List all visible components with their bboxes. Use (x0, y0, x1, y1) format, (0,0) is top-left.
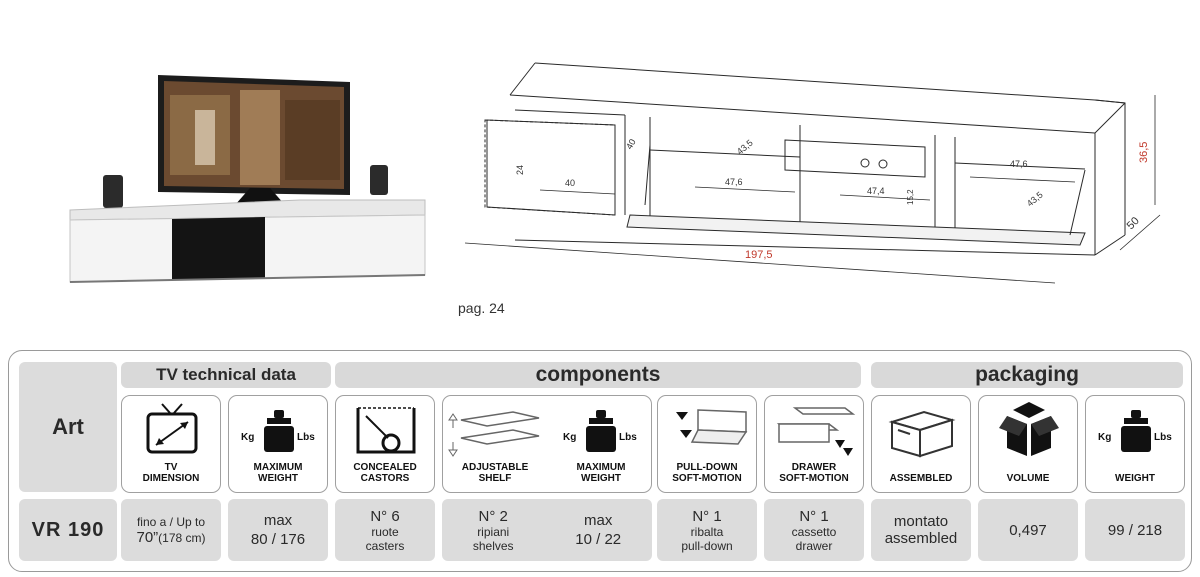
technical-drawing: 197,5 36,5 50 24 40 40 43,5 47,6 47,4 15… (464, 62, 1161, 284)
group-components-header: components (335, 362, 861, 388)
dim-left-depth: 40 (624, 137, 638, 151)
svg-text:Lbs: Lbs (619, 432, 637, 443)
shelf-cell: Kg Lbs ADJUSTABLE SHELF MAXIMUM WEIGHT (442, 395, 652, 493)
icon-label: MAXIMUM WEIGHT (253, 462, 303, 484)
dim-drawer-height: 15,2 (906, 189, 915, 205)
weight-icon: Kg Lbs (1098, 410, 1172, 452)
assembled-value: montato assembled (871, 499, 971, 561)
icon-label: DRAWER SOFT-MOTION (779, 462, 849, 484)
tv-weight-value: max 80 / 176 (228, 499, 328, 561)
dim-inner-depth-a: 43,5 (735, 138, 755, 157)
dim-inner-width-b: 47,4 (867, 186, 885, 196)
volume-value: 0,497 (978, 499, 1078, 561)
icon-label: ADJUSTABLE SHELF (461, 462, 529, 484)
tv-dimension-value: fino a / Up to 70”(178 cm) (121, 499, 221, 561)
dim-right-depth: 43,5 (1025, 190, 1045, 209)
tv-dimension-cell: TV DIMENSION (121, 395, 221, 493)
castors-value: N° 6 ruote casters (335, 499, 435, 561)
pulldown-value: N° 1 ribalta pull-down (657, 499, 757, 561)
model-code: VR 190 (19, 499, 117, 561)
svg-text:Lbs: Lbs (1154, 432, 1172, 443)
art-header: Art (19, 362, 117, 492)
svg-text:Kg: Kg (563, 432, 576, 443)
page-reference: pag. 24 (458, 300, 505, 316)
shelf-icon (448, 411, 540, 457)
volume-cell: VOLUME (978, 395, 1078, 493)
svg-text:Kg: Kg (241, 432, 254, 443)
icon-label: WEIGHT (1115, 473, 1155, 484)
weight-value: 99 / 218 (1085, 499, 1185, 561)
dim-total-width: 197,5 (745, 249, 773, 261)
dim-inner-width-a: 47,6 (725, 177, 743, 187)
icon-label: VOLUME (1006, 473, 1050, 484)
dim-depth: 50 (1125, 215, 1142, 232)
svg-text:Kg: Kg (1098, 432, 1111, 443)
weight-icon: Kg Lbs (241, 410, 315, 452)
castors-cell: CONCEALED CASTORS (335, 395, 435, 493)
group-tv-header: TV technical data (121, 362, 331, 388)
spec-table: Art VR 190 TV technical data components … (8, 350, 1192, 572)
pull-down-icon (676, 409, 748, 445)
dim-left-height: 24 (515, 165, 525, 175)
drawer-icon (776, 407, 856, 456)
icon-label: TV DIMENSION (142, 462, 200, 484)
weight-cell: Kg Lbs WEIGHT (1085, 395, 1185, 493)
dim-height: 36,5 (1138, 142, 1150, 163)
group-packaging-header: packaging (871, 362, 1183, 388)
box-icon (888, 410, 956, 458)
icon-label: CONCEALED CASTORS (353, 462, 417, 484)
icon-label: MAXIMUM WEIGHT (576, 462, 626, 484)
shelf-value: N° 2 ripiani shelves max 10 / 22 (442, 499, 652, 561)
assembled-cell: ASSEMBLED (871, 395, 971, 493)
castors-icon (356, 407, 416, 454)
product-photo (69, 75, 426, 283)
tv-dimension-icon (146, 403, 198, 454)
dim-left-width: 40 (565, 178, 575, 188)
tv-weight-cell: Kg Lbs MAXIMUM WEIGHT (228, 395, 328, 493)
icon-label: ASSEMBLED (889, 473, 953, 484)
weight-icon: Kg Lbs (563, 410, 637, 452)
drawer-value: N° 1 cassetto drawer (764, 499, 864, 561)
drawer-cell: DRAWER SOFT-MOTION (764, 395, 864, 493)
svg-text:Lbs: Lbs (297, 432, 315, 443)
dim-right-width: 47,6 (1010, 159, 1028, 169)
pulldown-cell: PULL-DOWN SOFT-MOTION (657, 395, 757, 493)
volume-icon (999, 402, 1059, 456)
icon-label: PULL-DOWN SOFT-MOTION (672, 462, 742, 484)
